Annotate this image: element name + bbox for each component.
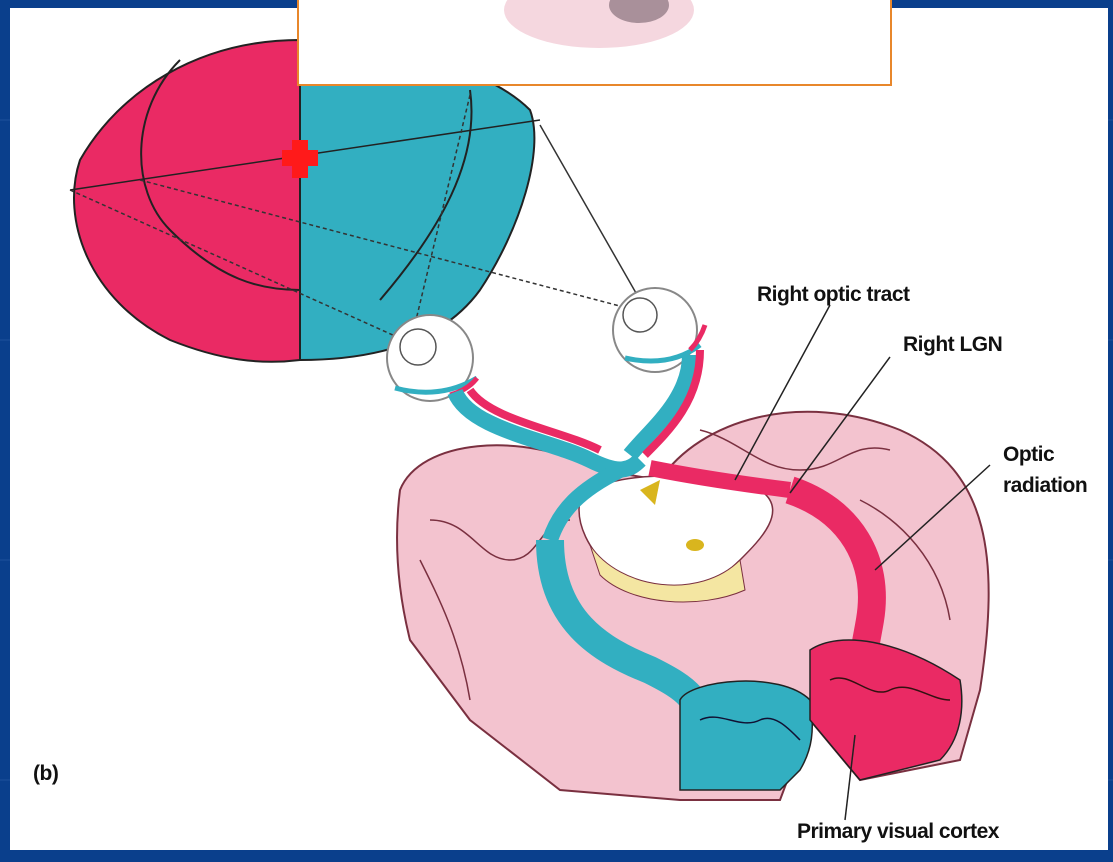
panel-label: (b) [33, 762, 58, 786]
label-right-lgn: Right LGN [903, 333, 1002, 357]
label-optic-radiation-line2: radiation [1003, 474, 1087, 498]
left-visual-cortex [680, 681, 812, 790]
label-optic-radiation-line1: Optic [1003, 443, 1054, 467]
left-visual-field [74, 40, 300, 362]
visual-field [70, 40, 540, 362]
photo-inset [297, 0, 892, 86]
left-eye [387, 315, 477, 401]
label-primary-visual-cortex: Primary visual cortex [797, 820, 999, 844]
right-visual-field [300, 40, 534, 360]
label-right-optic-tract: Right optic tract [757, 283, 910, 307]
